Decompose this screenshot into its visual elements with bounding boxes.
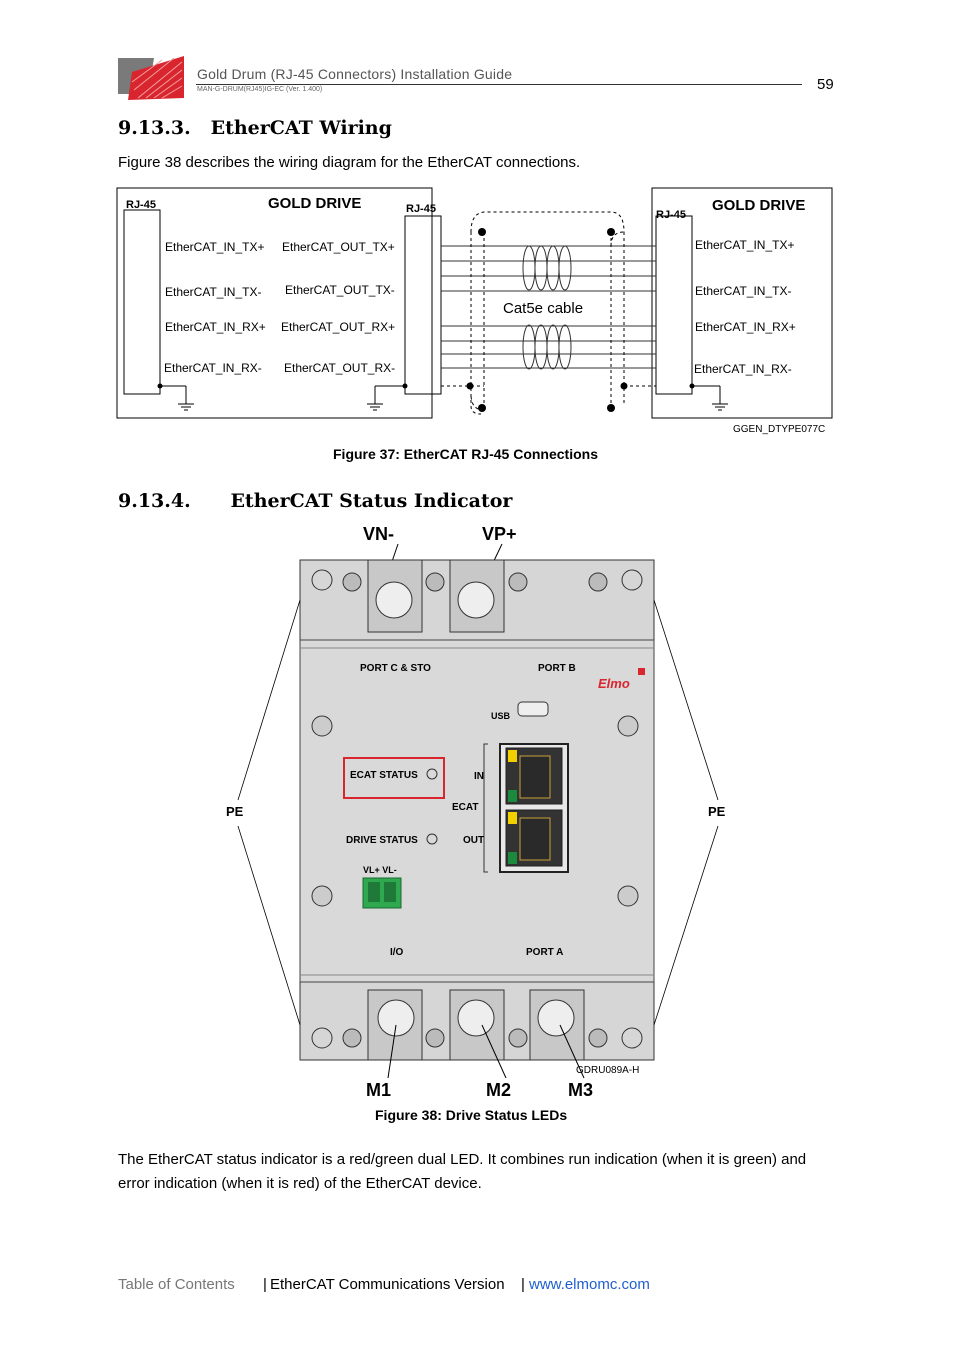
signal-label: EtherCAT_OUT_TX- [285,283,395,297]
footer-toc-link[interactable]: Table of Contents [118,1276,235,1293]
signal-label: EtherCAT_IN_TX- [695,284,791,298]
left-rj45-label: RJ-45 [126,199,156,211]
section-intro: Figure 38 describes the wiring diagram f… [118,154,581,171]
vp-label: VP+ [482,524,517,544]
usb-port-icon [517,701,549,717]
vl-label: VL+ VL- [363,865,397,875]
section-number: 9.13.4. [118,490,191,512]
elmo-logo [118,56,184,100]
signal-label: EtherCAT_OUT_RX- [284,361,395,375]
status-paragraph: The EtherCAT status indicator is a red/g… [118,1151,807,1192]
m3-label: M3 [568,1080,593,1100]
footer-website-link[interactable]: www.elmomc.com [529,1276,650,1293]
right-rj45-label: RJ-45 [656,209,686,221]
footer-separator: | [521,1276,525,1293]
drive-status-led-icon [426,833,438,845]
usb-label: USB [491,711,511,721]
signal-label: EtherCAT_IN_RX+ [695,320,796,334]
footer-doc-title: EtherCAT Communications Version [270,1276,505,1293]
drive-status-label: DRIVE STATUS [346,835,418,846]
section-number: 9.13.3. [118,117,191,139]
figure-37-caption: Figure 37: EtherCAT RJ-45 Connections [333,446,599,462]
ecat-status-highlight [343,757,445,799]
ethercat-wiring-diagram: RJ-45 GOLD DRIVE RJ-45 RJ-45 GOLD DRIVE … [116,187,833,435]
left-drive-title: GOLD DRIVE [268,195,361,212]
port-c-label: PORT C & STO [360,663,431,674]
page-number: 59 [817,76,834,93]
section-title: EtherCAT Wiring [210,117,392,139]
figure-38-caption: Figure 38: Drive Status LEDs [375,1107,568,1123]
header-doc-id: MAN-G-DRUM(RJ45)IG-EC (Ver. 1.400) [197,86,323,93]
signal-label: EtherCAT_IN_RX- [694,362,792,376]
ecat-status-label: ECAT STATUS [350,770,418,781]
signal-label: EtherCAT_IN_RX+ [165,320,266,334]
figure-code: GDRU089A-H [576,1065,639,1076]
io-label: I/O [390,947,404,958]
out-label: OUT [463,835,484,846]
pe-right-label: PE [708,804,726,819]
cable-label: Cat5e cable [503,300,583,317]
brand-mark-icon [638,668,645,675]
m1-label: M1 [366,1080,391,1100]
drive-status-figure: VN- VP+ PORT C & STO PORT B Elmo USB ECA… [226,524,726,1100]
footer-separator: | [263,1276,267,1293]
signal-label: EtherCAT_IN_TX- [165,285,261,299]
section-heading-status: 9.13.4. EtherCAT Status Indicator [118,490,512,512]
mid-rj45-label: RJ-45 [406,203,436,215]
pe-left-label: PE [226,804,244,819]
section-title: EtherCAT Status Indicator [230,490,513,512]
ecat-label: ECAT [452,802,478,813]
port-a-label: PORT A [526,947,563,958]
in-label: IN [474,771,484,782]
section-heading-wiring: 9.13.3. EtherCAT Wiring [118,117,392,139]
header-title: Gold Drum (RJ-45 Connectors) Installatio… [197,66,513,82]
m2-label: M2 [486,1080,511,1100]
signal-label: EtherCAT_OUT_RX+ [281,320,395,334]
figure-code: GGEN_DTYPE077C [733,424,825,435]
header-rule [196,84,802,85]
port-b-label: PORT B [538,663,576,674]
signal-label: EtherCAT_IN_TX+ [695,238,794,252]
signal-label: EtherCAT_IN_RX- [164,361,262,375]
vn-label: VN- [363,524,394,544]
signal-label: EtherCAT_OUT_TX+ [282,240,395,254]
right-drive-title: GOLD DRIVE [712,197,805,214]
signal-label: EtherCAT_IN_TX+ [165,240,264,254]
ecat-status-led-icon [426,768,438,780]
brand-label: Elmo [598,676,630,691]
